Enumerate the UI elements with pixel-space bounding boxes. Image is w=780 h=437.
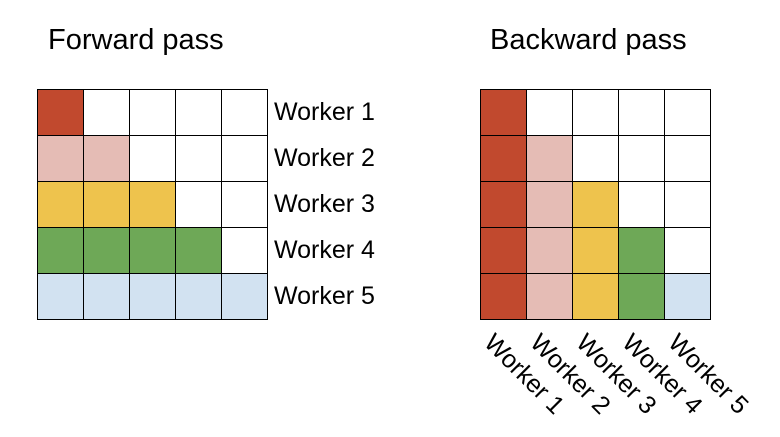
row-label-worker-2: Worker 2 — [274, 144, 375, 172]
forward-cell-4-5 — [222, 228, 268, 274]
backward-cell-4-5 — [665, 228, 711, 274]
backward-cell-1-5 — [665, 90, 711, 136]
forward-cell-3-5 — [222, 182, 268, 228]
forward-cell-3-3 — [130, 182, 176, 228]
row-label-worker-3: Worker 3 — [274, 190, 375, 218]
backward-cell-1-4 — [619, 90, 665, 136]
forward-cell-5-3 — [130, 274, 176, 320]
backward-cell-3-1 — [481, 182, 527, 228]
forward-cell-2-4 — [176, 136, 222, 182]
forward-pass-title: Forward pass — [48, 24, 224, 56]
forward-cell-4-3 — [130, 228, 176, 274]
backward-cell-3-2 — [527, 182, 573, 228]
backward-cell-1-2 — [527, 90, 573, 136]
row-label-worker-5: Worker 5 — [274, 282, 375, 310]
forward-cell-1-4 — [176, 90, 222, 136]
backward-cell-4-4 — [619, 228, 665, 274]
forward-cell-4-1 — [38, 228, 84, 274]
backward-cell-5-5 — [665, 274, 711, 320]
forward-cell-3-2 — [84, 182, 130, 228]
backward-cell-2-2 — [527, 136, 573, 182]
backward-cell-2-1 — [481, 136, 527, 182]
backward-cell-5-4 — [619, 274, 665, 320]
backward-cell-5-3 — [573, 274, 619, 320]
backward-cell-5-1 — [481, 274, 527, 320]
forward-cell-3-1 — [38, 182, 84, 228]
row-label-worker-4: Worker 4 — [274, 236, 375, 264]
forward-cell-1-1 — [38, 90, 84, 136]
forward-cell-3-4 — [176, 182, 222, 228]
backward-pass-grid — [480, 89, 711, 320]
backward-cell-2-5 — [665, 136, 711, 182]
backward-cell-3-5 — [665, 182, 711, 228]
forward-cell-2-1 — [38, 136, 84, 182]
forward-cell-2-5 — [222, 136, 268, 182]
forward-cell-1-5 — [222, 90, 268, 136]
forward-cell-5-1 — [38, 274, 84, 320]
forward-cell-1-2 — [84, 90, 130, 136]
backward-cell-5-2 — [527, 274, 573, 320]
forward-row-labels: Worker 1 Worker 2 Worker 3 Worker 4 Work… — [274, 89, 375, 319]
forward-pass-grid — [37, 89, 268, 320]
backward-pass-title: Backward pass — [490, 24, 687, 56]
forward-cell-4-4 — [176, 228, 222, 274]
forward-cell-5-4 — [176, 274, 222, 320]
backward-cell-4-1 — [481, 228, 527, 274]
backward-cell-2-4 — [619, 136, 665, 182]
forward-cell-5-2 — [84, 274, 130, 320]
backward-cell-2-3 — [573, 136, 619, 182]
forward-cell-2-2 — [84, 136, 130, 182]
row-label-worker-1: Worker 1 — [274, 98, 375, 126]
backward-cell-4-3 — [573, 228, 619, 274]
backward-cell-1-3 — [573, 90, 619, 136]
backward-cell-3-4 — [619, 182, 665, 228]
forward-cell-2-3 — [130, 136, 176, 182]
forward-cell-1-3 — [130, 90, 176, 136]
forward-cell-4-2 — [84, 228, 130, 274]
backward-cell-3-3 — [573, 182, 619, 228]
backward-cell-1-1 — [481, 90, 527, 136]
backward-cell-4-2 — [527, 228, 573, 274]
forward-cell-5-5 — [222, 274, 268, 320]
